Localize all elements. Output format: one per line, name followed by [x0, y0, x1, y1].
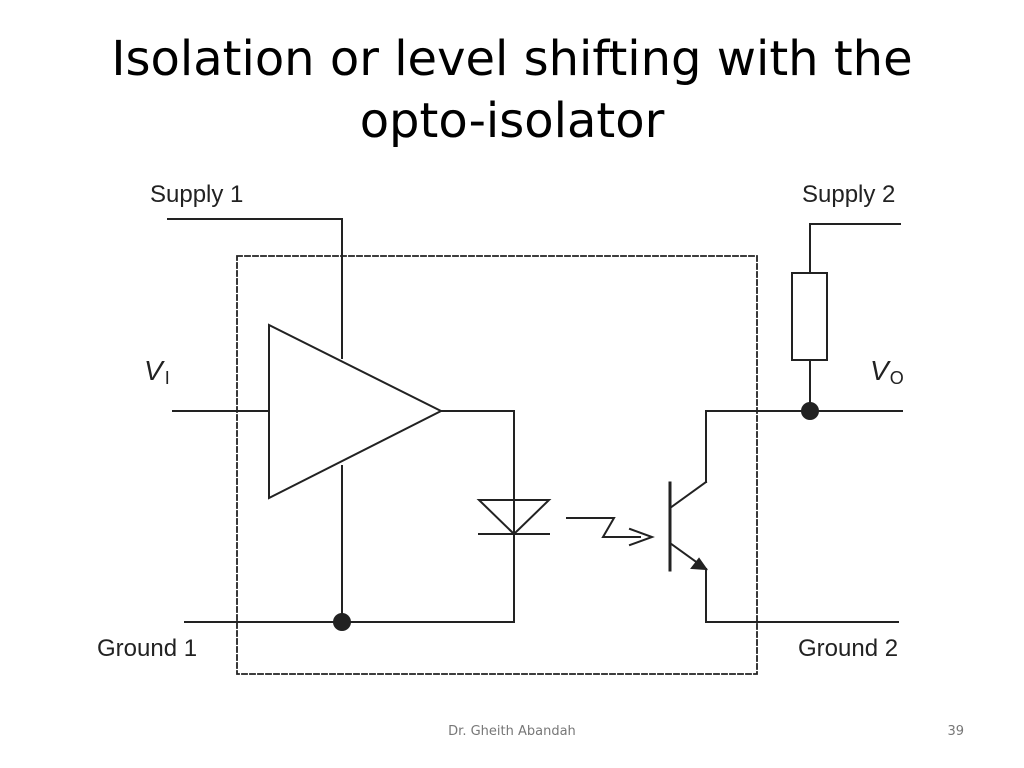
ground-1-wire	[184, 533, 515, 623]
ground-1-label: Ground 1	[97, 635, 197, 662]
output-junction	[801, 402, 819, 420]
pull-up-resistor	[791, 272, 828, 361]
collector-wire	[705, 410, 903, 483]
title-line-1: Isolation or level shifting with the	[111, 31, 913, 87]
led-anode-wire	[440, 410, 515, 535]
slide-title: Isolation or level shifting with the opt…	[40, 28, 984, 152]
isolation-boundary	[236, 255, 758, 675]
slide-number: 39	[947, 724, 964, 739]
ground-2-label: Ground 2	[798, 635, 898, 662]
title-line-2: opto-isolator	[359, 93, 665, 149]
supply-2-label: Supply 2	[802, 181, 895, 208]
amplifier-symbol	[268, 323, 444, 500]
ground-1-junction	[333, 613, 351, 631]
footer-author: Dr. Gheith Abandah	[448, 724, 576, 739]
emitter-wire	[705, 568, 899, 623]
emitter-arrow	[690, 557, 709, 571]
phototransistor-collector	[668, 480, 708, 510]
supply-1-label: Supply 1	[150, 181, 243, 208]
output-voltage-label: VO	[870, 355, 904, 388]
light-emission-arrow	[566, 517, 655, 547]
led-diode-symbol	[476, 499, 552, 536]
supply-2-wire	[809, 223, 901, 274]
supply-1-wire	[167, 218, 343, 359]
